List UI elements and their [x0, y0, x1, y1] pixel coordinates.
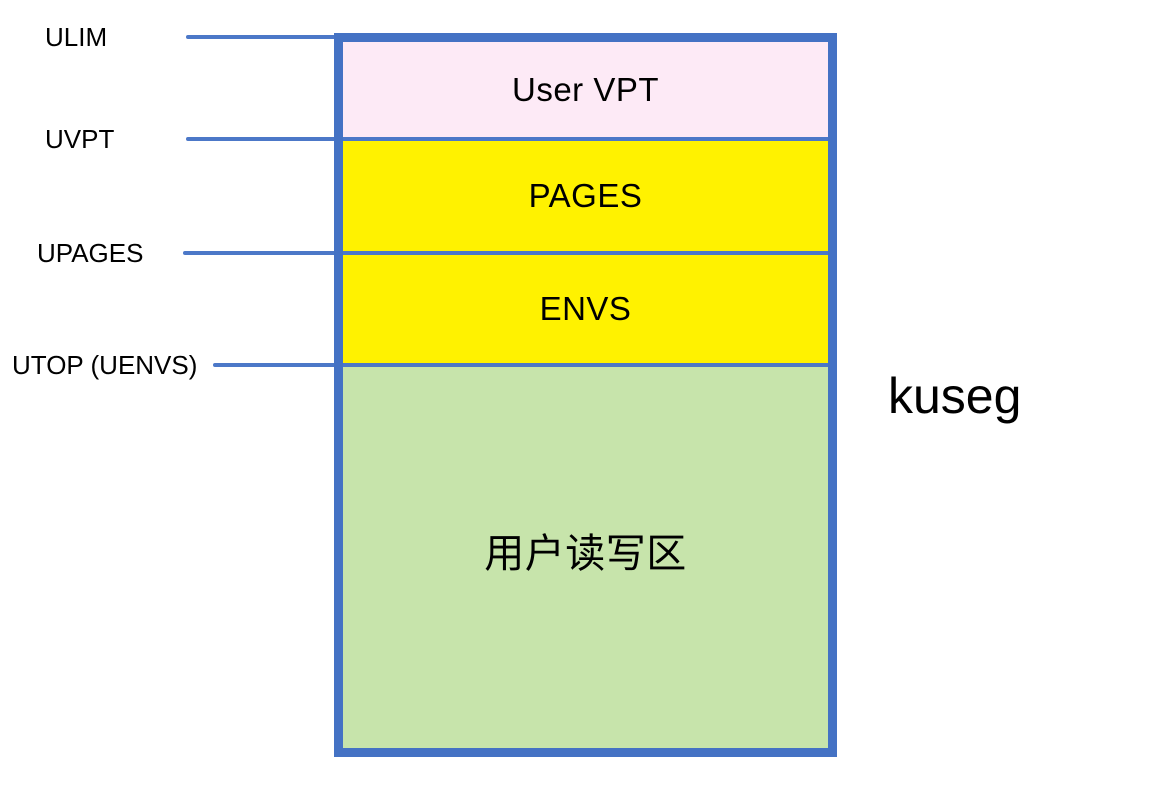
utop-boundary-divider: [343, 363, 828, 367]
region-pages-label: PAGES: [528, 177, 643, 214]
region-envs-label: ENVS: [539, 290, 632, 327]
region-user-vpt: User VPT: [343, 42, 828, 137]
region-pages: PAGES: [343, 141, 828, 251]
upages-label: UPAGES: [37, 238, 144, 268]
ulim-pointer-line: [186, 35, 336, 39]
upages-boundary-divider: [343, 251, 828, 255]
region-user-vpt-label: User VPT: [511, 70, 660, 108]
kuseg-segment-label: kuseg: [888, 368, 1022, 424]
region-envs: ENVS: [343, 255, 828, 363]
utop-label: UTOP (UENVS): [12, 350, 198, 380]
upages-pointer-line: [183, 251, 336, 255]
region-user-readwrite-label: 用户读写区: [484, 531, 687, 576]
uvpt-boundary-divider: [343, 137, 828, 141]
utop-pointer-line: [213, 363, 336, 367]
uvpt-label: UVPT: [45, 124, 115, 154]
memory-box: User VPT PAGES ENVS 用户读写区: [334, 33, 837, 757]
ulim-label: ULIM: [45, 22, 108, 52]
region-user-readwrite: 用户读写区: [343, 367, 828, 748]
uvpt-pointer-line: [186, 137, 336, 141]
